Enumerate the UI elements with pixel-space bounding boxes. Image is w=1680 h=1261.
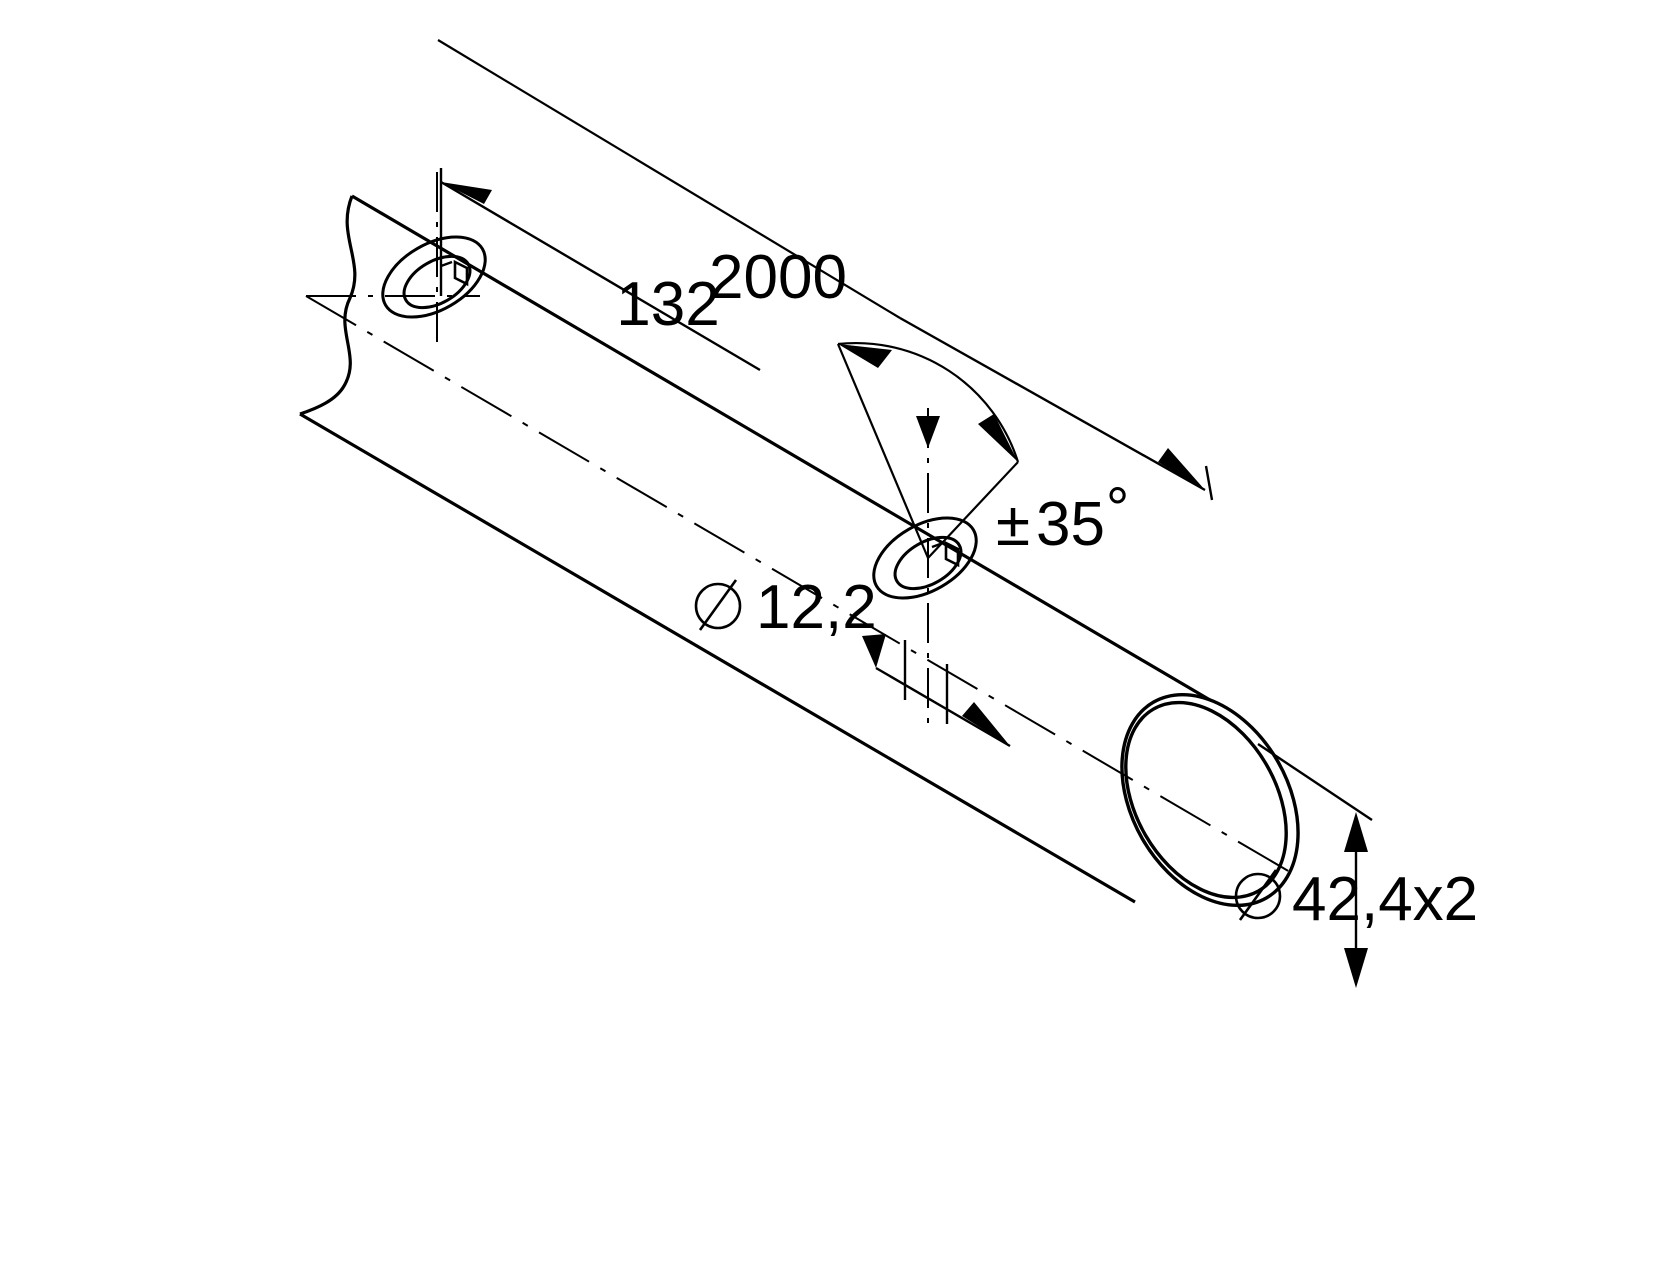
dimension-tube-size bbox=[1257, 743, 1373, 988]
dimension-132 bbox=[439, 168, 761, 372]
construction-line-top bbox=[438, 38, 1206, 490]
tube-centre-line bbox=[305, 295, 1291, 873]
plus-minus-symbol: ± bbox=[996, 490, 1030, 559]
dimension-hole-diameter-label: 12,2 bbox=[694, 573, 877, 642]
angle-value: 35 bbox=[1036, 490, 1105, 559]
diameter-symbol-hole bbox=[694, 579, 742, 631]
cross-hole-upper bbox=[381, 235, 487, 319]
dimension-angle-35 bbox=[836, 341, 1020, 559]
cross-hole-upper-centre-mark bbox=[436, 172, 438, 348]
dimension-2000-label: 2000 bbox=[709, 243, 847, 312]
dimension-hole-diameter bbox=[862, 634, 1011, 748]
dimension-132-label: 132 bbox=[616, 270, 719, 339]
diameter-symbol-tube bbox=[1234, 869, 1282, 921]
hole-diameter-value: 12,2 bbox=[756, 573, 877, 642]
tube-break-line bbox=[299, 195, 357, 416]
dimension-2000 bbox=[899, 316, 1214, 501]
dimension-angle-35-label: ± 35 ° bbox=[996, 476, 1129, 559]
upper-construction-line bbox=[437, 39, 901, 319]
tube-open-end-ellipse bbox=[1120, 692, 1300, 908]
tube-size-value: 42,4x2 bbox=[1292, 865, 1478, 934]
dimension-tube-size-label: 42,4x2 bbox=[1234, 865, 1478, 934]
tube-body bbox=[299, 194, 1211, 904]
degree-symbol: ° bbox=[1106, 476, 1129, 541]
